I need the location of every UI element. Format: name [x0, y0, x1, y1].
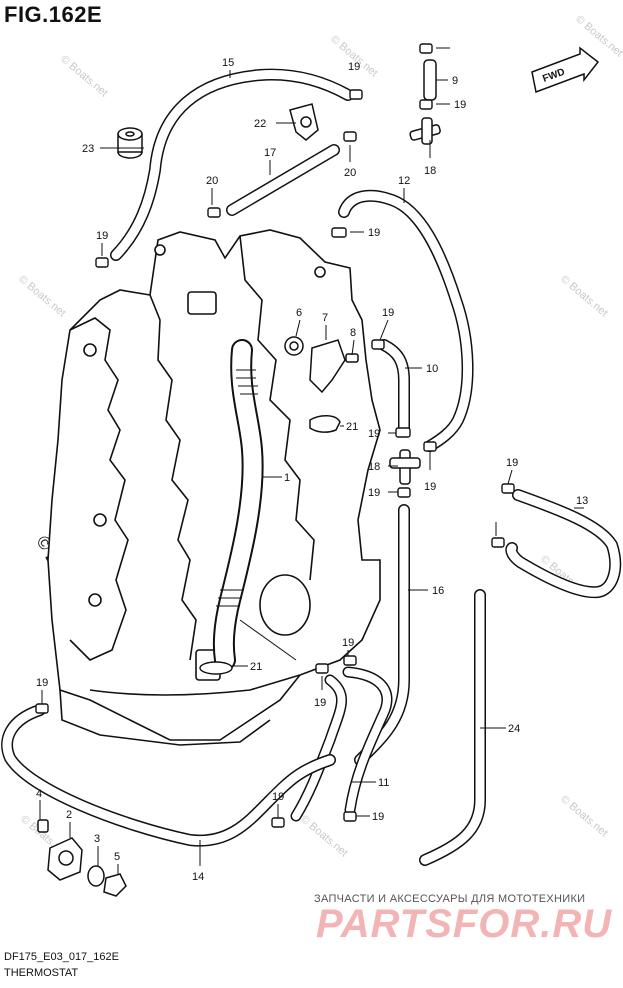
callout-9: 9 — [452, 75, 458, 87]
callout-23: 23 — [82, 143, 94, 155]
callout-12: 12 — [398, 175, 410, 187]
callout-18: 18 — [368, 461, 380, 473]
callout-19: 19 — [36, 677, 48, 689]
callout-21: 21 — [346, 421, 358, 433]
brand-logo: PARTSFOR.RU — [316, 902, 613, 946]
fitting-parts — [37, 819, 127, 897]
clip-22 — [289, 103, 319, 141]
leader-lines — [39, 47, 584, 874]
watermark-text: © Boats.net — [558, 793, 610, 839]
callout-13: 13 — [576, 495, 588, 507]
hose-15 — [110, 68, 354, 261]
hose-1 — [212, 339, 264, 671]
watermark-text: © Boats.net — [298, 813, 350, 859]
callout-5: 5 — [114, 851, 120, 863]
watermark-text: © Boats.net — [58, 53, 110, 99]
promo-text: ЗАПЧАСТИ И АКСЕССУАРЫ ДЛЯ МОТОТЕХНИКИ — [314, 893, 586, 905]
callout-4: 4 — [36, 788, 42, 800]
hose-14 — [1, 704, 336, 847]
callout-19: 19 — [424, 481, 436, 493]
section-name: THERMOSTAT — [4, 967, 79, 979]
engine-block — [47, 229, 381, 746]
hose-17 — [226, 144, 340, 216]
hose-10 — [378, 339, 410, 434]
watermark-text: © Boats.net — [16, 273, 68, 319]
callout-19: 19 — [96, 230, 108, 242]
callout-11: 11 — [378, 777, 389, 789]
callout-numbers: 15 19 9 19 23 22 17 20 20 12 18 19 19 6 … — [36, 57, 588, 883]
callout-14: 14 — [192, 871, 204, 883]
callout-19: 19 — [368, 227, 380, 239]
callout-19: 19 — [342, 637, 354, 649]
figure-title: FIG.162E — [4, 2, 103, 27]
hose-12 — [338, 189, 474, 452]
callout-19: 19 — [382, 307, 394, 319]
callout-16: 16 — [432, 585, 444, 597]
callout-19: 19 — [272, 791, 284, 803]
callout-8: 8 — [350, 327, 356, 339]
hose-11 — [290, 666, 393, 822]
hose-24 — [419, 589, 486, 866]
callout-19: 19 — [314, 697, 326, 709]
fwd-arrow-icon: FWD — [531, 46, 600, 94]
callout-19: 19 — [348, 61, 360, 73]
callout-2: 2 — [66, 809, 72, 821]
callout-19: 19 — [368, 487, 380, 499]
callout-20: 20 — [206, 175, 218, 187]
callout-15: 15 — [222, 57, 234, 69]
callout-18: 18 — [424, 165, 436, 177]
grommet-23 — [117, 127, 143, 159]
hose-9 — [409, 59, 441, 145]
callout-19: 19 — [368, 428, 380, 440]
callout-19: 19 — [372, 811, 384, 823]
callout-20: 20 — [344, 167, 356, 179]
callout-22: 22 — [254, 118, 266, 130]
callout-1: 1 — [284, 472, 290, 484]
callout-3: 3 — [94, 833, 100, 845]
callout-24: 24 — [508, 723, 520, 735]
watermark-text: © Boats.net — [558, 273, 610, 319]
callout-19: 19 — [454, 99, 466, 111]
callout-6: 6 — [296, 307, 302, 319]
callout-21: 21 — [250, 661, 262, 673]
model-code: DF175_E03_017_162E — [4, 951, 119, 963]
joint-18-lower — [389, 449, 421, 485]
callout-10: 10 — [426, 363, 438, 375]
thermostat-assembly — [284, 336, 359, 433]
hose-clamps — [35, 43, 515, 828]
callout-7: 7 — [322, 312, 328, 324]
callout-17: 17 — [264, 147, 276, 159]
callout-19: 19 — [506, 457, 518, 469]
hose-13 — [505, 489, 622, 599]
